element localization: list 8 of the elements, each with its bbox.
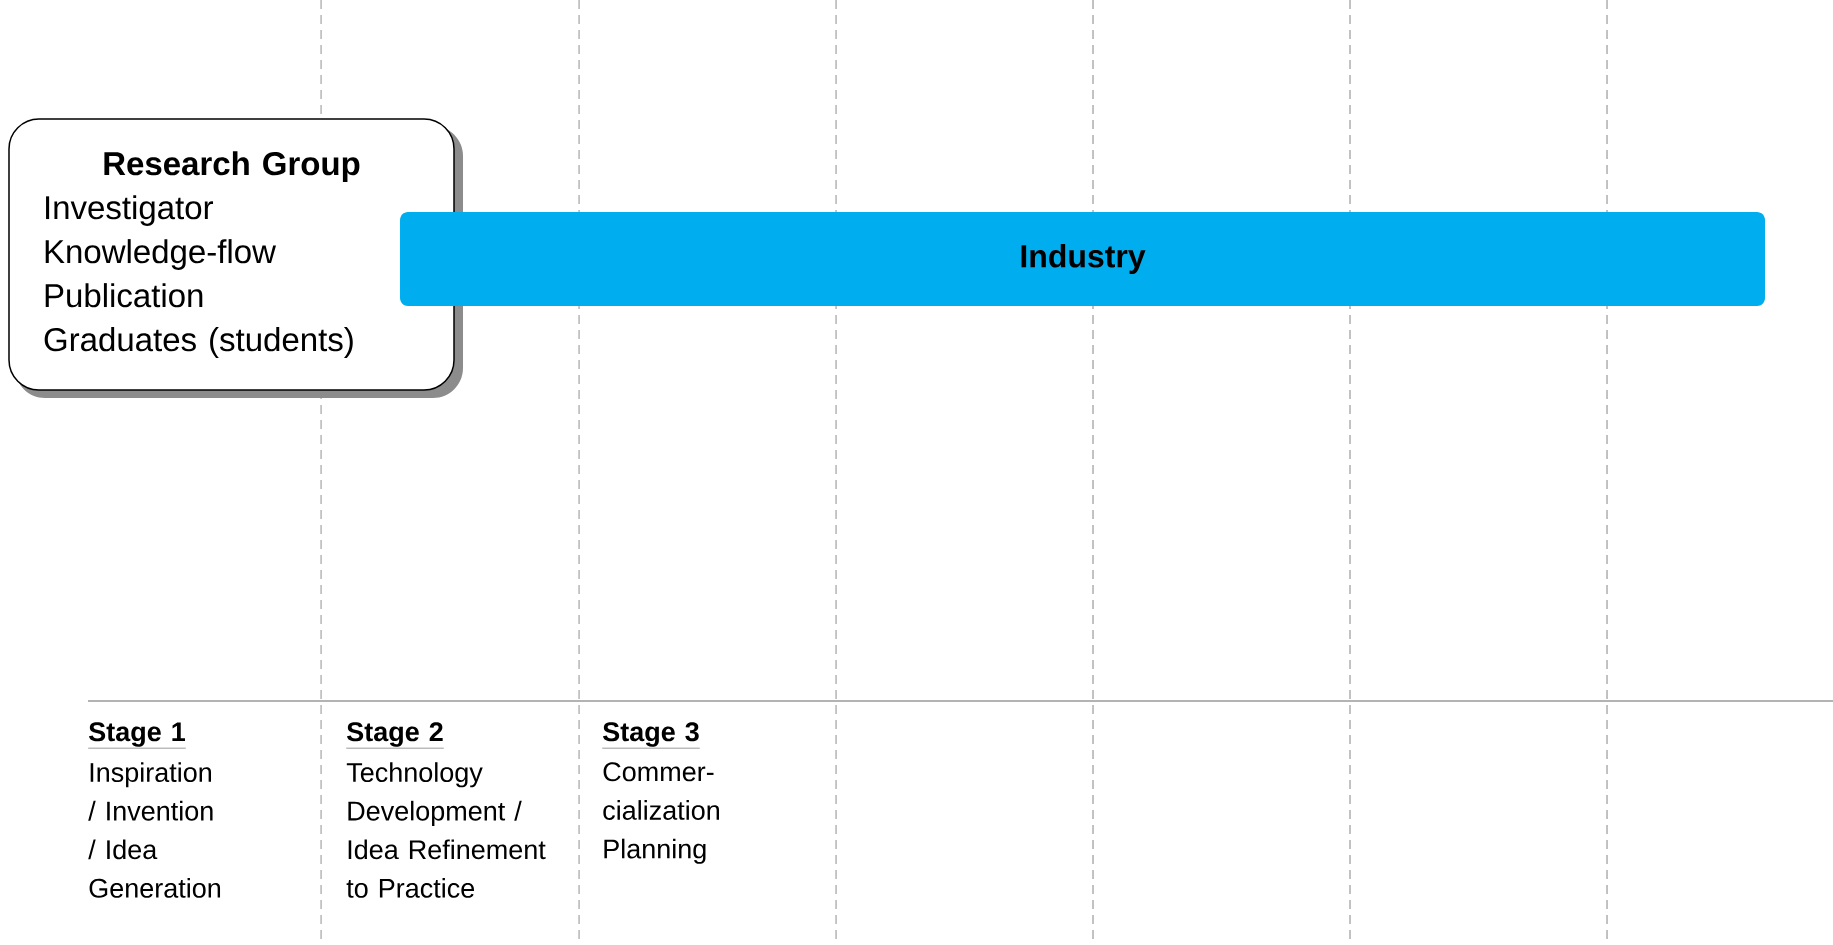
stage-description: Inspiration / Invention / Idea Generation bbox=[88, 762, 221, 898]
stage-heading: Stage 2 bbox=[346, 722, 444, 749]
stage-heading: Stage 3 bbox=[602, 722, 700, 749]
stage-description: Commer- cialization Planning bbox=[603, 762, 719, 864]
stage-description: Technology Development / Idea Refinement to Practice bbox=[346, 762, 546, 898]
stage-heading: Stage 1 bbox=[88, 722, 186, 749]
industry-bar: Industry bbox=[400, 212, 1765, 306]
group-box: Research Group Investigator Knowledge-flow Publication Graduates (students) bbox=[8, 118, 463, 398]
